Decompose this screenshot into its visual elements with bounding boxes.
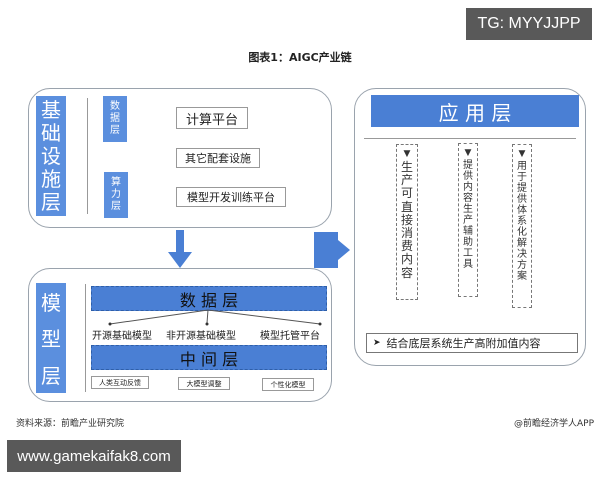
figure-source: 资料来源：前瞻产业研究院 [16, 419, 125, 429]
middle-item-human-feedback: 人类互动反馈 [91, 376, 149, 389]
model-type-closed-source: 非开源基础模型 [166, 331, 236, 342]
application-bottom-note: ➤ 结合底层系统生产高附加值内容 [366, 333, 578, 353]
bottom-left-watermark-tag: www.gamekaifak8.com [7, 440, 181, 472]
top-right-watermark-tag: TG: MYYJJPP [466, 8, 592, 40]
application-layer-label: 应 用 层 [371, 95, 579, 127]
chevron-down-icon: ▼ [464, 148, 472, 158]
application-column-system-solutions: ▼ 用 于 提 供 体 系 化 解 决 方 案 [512, 144, 532, 308]
infrastructure-layer-label: 基 础 设 施 层 [36, 96, 66, 216]
figure-credit: @前瞻经济学人APP [513, 419, 594, 429]
compute-layer-sublabel: 算 力 层 [104, 172, 128, 218]
model-connector-lines [108, 309, 322, 326]
middle-item-model-tuning: 大模型调整 [178, 377, 230, 390]
chevron-down-icon: ▼ [403, 149, 411, 159]
arrow-down-icon [168, 230, 192, 268]
application-column-assist-tools: ▼ 提 供 内 容 生 产 辅 助 工 具 [458, 143, 478, 297]
infrastructure-divider [87, 98, 88, 214]
middle-item-personalized-model: 个性化模型 [262, 378, 314, 391]
application-column-consumable-content: ▼ 生 产 可 直 接 消 费 内 容 [396, 144, 418, 300]
model-divider [85, 284, 86, 392]
arrow-right-icon [314, 232, 350, 268]
infra-item-other-facilities: 其它配套设施 [176, 148, 260, 168]
application-divider [364, 138, 576, 139]
figure-title: 图表1：AIGC产业链 [248, 51, 352, 64]
data-layer-sublabel: 数 据 层 [103, 96, 127, 142]
infra-item-compute-platform: 计算平台 [176, 107, 248, 129]
model-middle-layer-bar: 中 间 层 [91, 345, 327, 370]
model-layer-label: 模 型 层 [36, 283, 66, 393]
model-type-hosting-platform: 模型托管平台 [260, 331, 320, 342]
bullet-arrow-icon: ➤ [373, 338, 381, 348]
model-type-open-source: 开源基础模型 [92, 331, 152, 342]
application-layer-panel [354, 88, 586, 366]
infra-item-model-training-platform: 模型开发训练平台 [176, 187, 286, 207]
chevron-down-icon: ▼ [518, 149, 526, 159]
